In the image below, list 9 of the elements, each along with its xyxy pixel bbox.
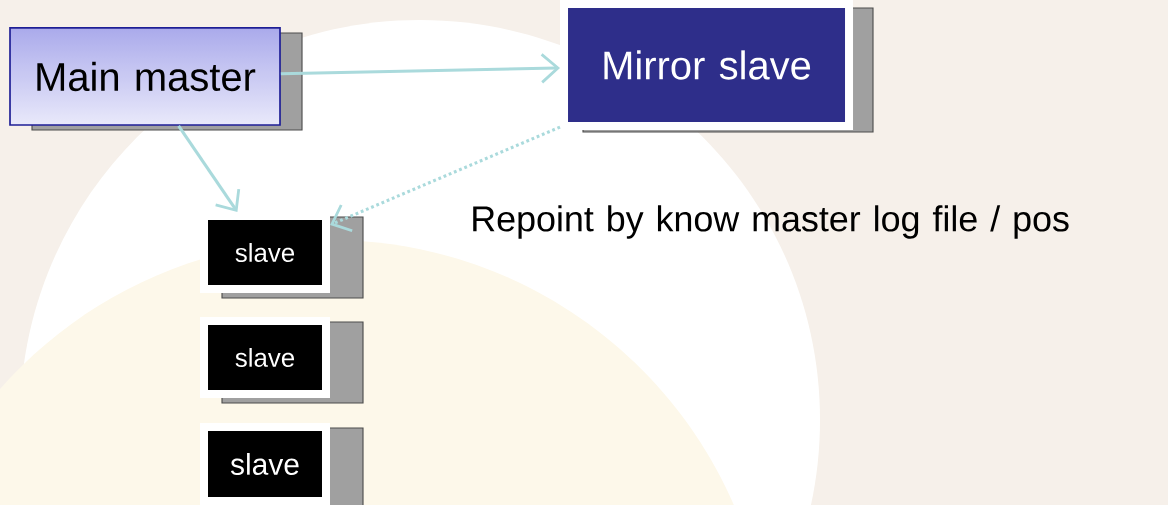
arrow	[330, 125, 561, 233]
process-box: slave	[200, 423, 364, 505]
process-box: slave	[200, 316, 364, 404]
process-box: Main master	[9, 27, 303, 131]
process-box: Mirror slave	[560, 0, 874, 133]
arrow	[177, 124, 241, 212]
process-box: slave	[200, 212, 364, 299]
arrow	[280, 53, 561, 84]
note-text: Repoint by know master log file / pos	[473, 205, 1069, 239]
